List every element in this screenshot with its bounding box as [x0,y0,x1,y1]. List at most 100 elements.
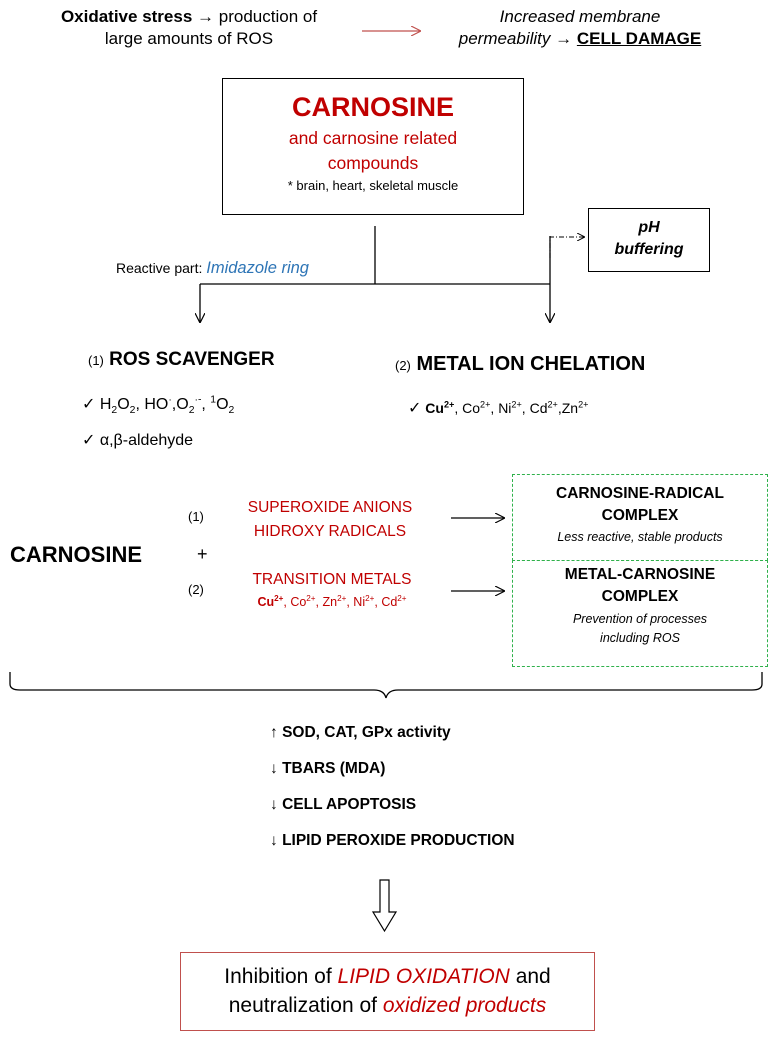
ros-species-list: ✓ H2O2, HO·,O2·-, 1O2 [82,394,235,417]
reaction-number-1: (1) [188,509,204,524]
membrane-line: Increased membrane [499,7,661,26]
buffering-label: buffering [614,241,684,258]
metal-ion-chelation-label: METAL ION CHELATION [416,353,646,375]
superoxide-anions-label: SUPEROXIDE ANIONS [247,499,413,516]
conclusion-text-2: and [515,965,551,988]
complex2-description-2: including ROS [600,631,680,645]
ph-label: pH [638,219,660,236]
oxidized-products-label: oxidized products [382,994,547,1017]
transition-metals-list: Cu2+, Co2+, Zn2+, Ni2+, Cd2+ [257,593,407,609]
carnosine-subtitle-1: and carnosine related [288,128,458,148]
conclusion-box: Inhibition of LIPID OXIDATION and neutra… [180,952,595,1031]
superoxide-charge: ·- [194,394,202,406]
effect-text: LIPID PEROXIDE PRODUCTION [282,832,515,849]
metal-zn: Zn [561,400,579,416]
complex1-line2: COMPLEX [601,507,679,524]
reactive-prefix: Reactive part: [116,260,203,276]
effect-item: ↑ SOD, CAT, GPx activity [270,722,515,758]
charge: 2+ [337,593,347,603]
carnosine-subtitle-2: compounds [327,153,419,173]
complex2-line2: COMPLEX [601,588,679,605]
charge: 2+ [443,399,455,410]
effect-text: TBARS (MDA) [282,760,386,777]
charge: 2+ [480,399,491,410]
sub-2: 2 [129,405,136,417]
ho-symbol: HO [144,396,169,413]
branch1-number: (1) [88,353,104,368]
tissue-note: * brain, heart, skeletal muscle [287,178,459,193]
singlet-sup: 1 [210,394,217,406]
charge: 2+ [547,399,558,410]
aldehyde-item: ✓ α,β-aldehyde [82,430,193,452]
carnosine-title: CARNOSINE [291,92,454,122]
oxidative-stress-label: Oxidative stress [60,7,193,26]
hollow-down-arrow [371,879,398,933]
up-arrow-icon: ↑ [270,724,278,741]
header-right-arrow: → [555,29,573,48]
metal-ni: Ni [498,400,512,416]
imidazole-ring-label: Imidazole ring [206,259,309,277]
metal-cd: Cd [381,595,398,609]
complex1-line1: CARNOSINE-RADICAL [556,485,724,502]
header-ros-line: large amounts of ROS [104,29,274,48]
o2-symbol: O [216,396,229,413]
down-arrow-icon: ↓ [270,832,278,849]
header-right-text: Increased membrane permeability → CELL D… [430,6,730,50]
branch-metal-chelation-title: (2) METAL ION CHELATION [395,351,645,379]
charge: 2+ [365,593,375,603]
radical-dot: · [168,394,172,406]
header-arrow: → [197,7,215,26]
metal-reactants: TRANSITION METALS Cu2+, Co2+, Zn2+, Ni2+… [222,569,442,613]
metal-cd: Cd [529,400,548,416]
reaction-number-2: (2) [188,582,204,597]
complex2-line1: METAL-CARNOSINE [564,566,716,583]
metal-carnosine-complex-box: METAL-CARNOSINE COMPLEX Prevention of pr… [512,560,768,667]
cell-damage-label: CELL DAMAGE [576,29,702,48]
o-symbol: O [117,396,130,413]
charge: 2+ [274,593,284,603]
ph-connector [549,237,584,258]
down-arrow-icon: ↓ [270,760,278,777]
branch-ros-scavenger-title: (1) ROS SCAVENGER [88,347,275,374]
effect-text: SOD, CAT, GPx activity [282,724,451,741]
sub-2: 2 [111,405,118,417]
check-icon: ✓ [408,400,422,417]
metal-zn: Zn [322,595,338,609]
complex1-description: Less reactive, stable products [557,530,723,544]
effect-text: CELL APOPTOSIS [282,796,417,813]
check-icon: ✓ [82,396,96,413]
effect-item: ↓ CELL APOPTOSIS [270,794,515,830]
metal-cu: Cu [425,400,444,416]
permeability-label: permeability [458,29,551,48]
effects-list: ↑ SOD, CAT, GPx activity ↓ TBARS (MDA) ↓… [270,722,515,866]
sub-2: 2 [228,405,235,417]
metal-co: Co [462,400,481,416]
ph-buffering-box: pH buffering [588,208,710,272]
carnosine-reactant-label: CARNOSINE [10,542,143,567]
reactive-part-label: Reactive part: Imidazole ring [116,258,309,278]
charge: 2+ [397,593,407,603]
radical-reactants: SUPEROXIDE ANIONS HIDROXY RADICALS [228,496,432,544]
conclusion-text-3: neutralization of [228,994,377,1017]
charge: 2+ [511,399,522,410]
branch2-number: (2) [395,358,411,373]
plus-sign: + [197,544,208,564]
metal-ni: Ni [353,595,366,609]
header-left-text: Oxidative stress → production of large a… [34,6,344,50]
h-symbol: H [99,396,112,413]
metal-co: Co [290,595,307,609]
transition-metals-label: TRANSITION METALS [252,571,412,588]
header-production: production of [218,7,318,26]
hidroxy-radicals-label: HIDROXY RADICALS [253,523,407,540]
charge: 2+ [306,593,316,603]
carnosine-box: CARNOSINE and carnosine related compound… [222,78,524,215]
ros-scavenger-label: ROS SCAVENGER [109,349,275,370]
sub-2: 2 [188,405,195,417]
complex2-description-1: Prevention of processes [572,612,708,626]
aldehyde-label: α,β-aldehyde [99,432,194,449]
brace [9,672,763,699]
check-icon: ✓ [82,432,96,449]
effect-item: ↓ TBARS (MDA) [270,758,515,794]
lipid-oxidation-label: LIPID OXIDATION [337,965,510,988]
